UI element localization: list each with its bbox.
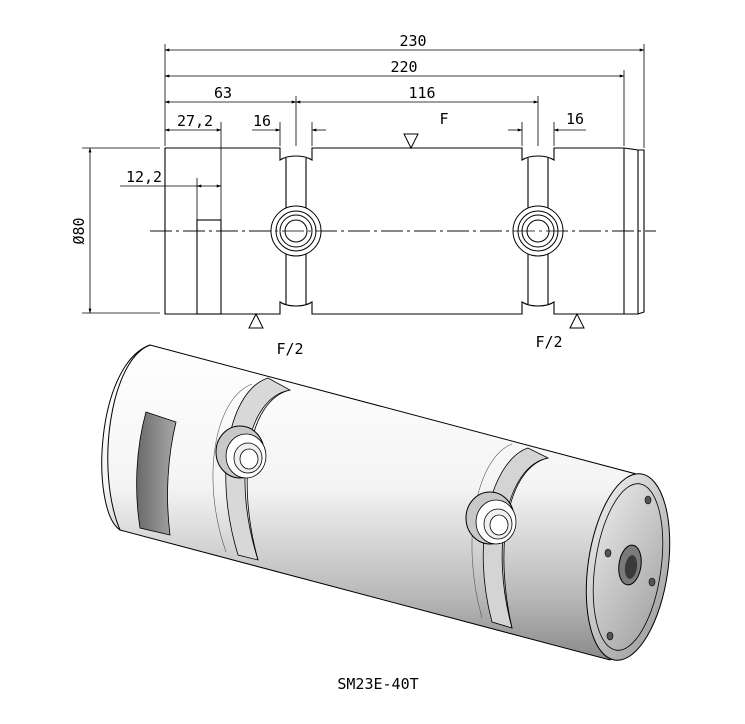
slot-3d <box>136 411 177 536</box>
orthographic-view <box>82 44 656 329</box>
mount-hole-4 <box>606 631 614 641</box>
end-flange-3d <box>585 473 671 661</box>
label-220: 220 <box>390 58 417 76</box>
label-support-left: F/2 <box>276 340 303 358</box>
cylinder-body <box>101 344 659 661</box>
slot <box>196 219 222 315</box>
label-63: 63 <box>214 84 232 102</box>
label-27-2: 27,2 <box>177 112 213 130</box>
boss-left-3d <box>215 425 267 479</box>
isometric-view <box>101 344 671 661</box>
label-12-2: 12,2 <box>126 168 162 186</box>
mount-hole-2 <box>604 548 612 558</box>
dimension-lines <box>88 48 645 314</box>
mount-hole-1 <box>644 495 652 505</box>
load-arrow-top <box>403 133 419 150</box>
label-16-right: 16 <box>566 110 584 128</box>
label-support-right: F/2 <box>535 333 562 351</box>
label-diameter: Ø80 <box>70 217 88 244</box>
label-116: 116 <box>408 84 435 102</box>
dimension-labels: 230 220 63 116 27,2 16 16 12,2 Ø80 F F/2… <box>70 32 584 358</box>
model-caption: SM23E-40T <box>337 675 418 693</box>
extension-lines <box>82 44 645 314</box>
left-end-edge <box>107 344 151 531</box>
support-right-icon <box>569 312 585 329</box>
label-230: 230 <box>399 32 426 50</box>
label-load-f: F <box>439 110 448 128</box>
mount-hole-3 <box>648 577 656 587</box>
support-left-icon <box>248 312 264 329</box>
boss-right-3d <box>465 491 517 545</box>
label-16-left: 16 <box>253 112 271 130</box>
